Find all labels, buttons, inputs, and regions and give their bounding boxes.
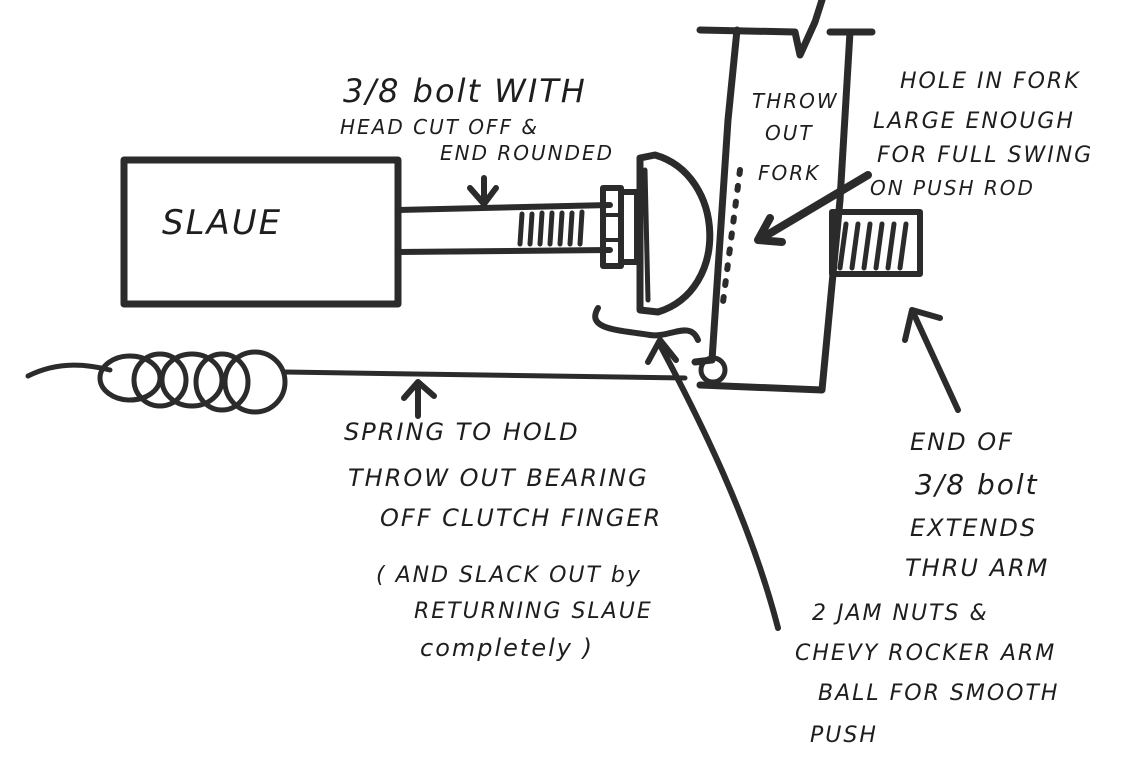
contact-dots: [719, 167, 743, 313]
fork-label-line-1: THROW: [752, 89, 839, 113]
bolt-end: [829, 209, 923, 277]
bearing-arm: [592, 305, 701, 343]
note-hole-line-1: HOLE IN FORK: [900, 69, 1081, 94]
note-spring-line-2: THROW OUT BEARING: [348, 464, 649, 492]
note-hole-line-4: ON PUSH ROD: [870, 176, 1035, 200]
fork-label-line-2: OUT: [765, 121, 814, 145]
note-bolt-line-3: END ROUNDED: [440, 141, 614, 165]
note-bolt-end: END OF 3/8 bolt EXTENDS THRU ARM: [905, 428, 1049, 582]
arrow-bolt-end: [902, 307, 961, 413]
note-hole-line-2: LARGE ENOUGH: [873, 109, 1075, 134]
note-spring-line-1: SPRING TO HOLD: [344, 418, 580, 446]
jam-nuts: [600, 185, 640, 269]
note-nuts-line-3: BALL FOR SMOOTH: [818, 681, 1059, 706]
note-slack-line-2: RETURNING SLAUE: [414, 599, 653, 624]
note-bolt-line-2: HEAD CUT OFF &: [340, 115, 539, 139]
note-nuts-line-1: 2 JAM NUTS &: [812, 601, 989, 626]
fork-label-line-3: FORK: [758, 161, 820, 185]
note-slack: ( AND SLACK OUT by RETURNING SLAUE compl…: [376, 563, 653, 662]
rocker-arm-ball: [636, 151, 714, 316]
return-spring: [25, 349, 688, 415]
arrow-nuts: [645, 337, 781, 631]
note-nuts: 2 JAM NUTS & CHEVY ROCKER ARM BALL FOR S…: [795, 601, 1059, 748]
note-spring-line-3: OFF CLUTCH FINGER: [380, 504, 662, 532]
note-nuts-line-4: PUSH: [810, 723, 878, 748]
note-bolt-end-line-3: EXTENDS: [910, 514, 1037, 542]
arrow-hole: [754, 171, 872, 246]
slave-label: SLAUE: [162, 203, 282, 243]
slave-cylinder: SLAUE: [120, 156, 402, 308]
note-bolt-end-line-2: 3/8 bolt: [915, 468, 1039, 501]
throw-out-fork: THROW OUT FORK: [691, 0, 876, 394]
note-slack-line-3: completely ): [420, 634, 594, 662]
note-bolt: 3/8 bolt WITH HEAD CUT OFF & END ROUNDED: [340, 72, 614, 165]
note-slack-line-1: ( AND SLACK OUT by: [376, 563, 642, 588]
note-bolt-line-1: 3/8 bolt WITH: [343, 72, 587, 110]
push-rod: [395, 202, 613, 255]
annotation-arrows: [401, 171, 961, 631]
bolt-threads: [517, 209, 585, 247]
note-bolt-end-line-1: END OF: [910, 428, 1014, 456]
note-spring: SPRING TO HOLD THROW OUT BEARING OFF CLU…: [344, 418, 662, 532]
arrow-bolt: [467, 175, 499, 207]
note-bolt-end-line-4: THRU ARM: [905, 554, 1049, 582]
arrow-spring: [401, 379, 437, 419]
note-hole: HOLE IN FORK LARGE ENOUGH FOR FULL SWING…: [870, 69, 1093, 200]
note-nuts-line-2: CHEVY ROCKER ARM: [795, 641, 1056, 666]
note-hole-line-3: FOR FULL SWING: [877, 143, 1093, 168]
